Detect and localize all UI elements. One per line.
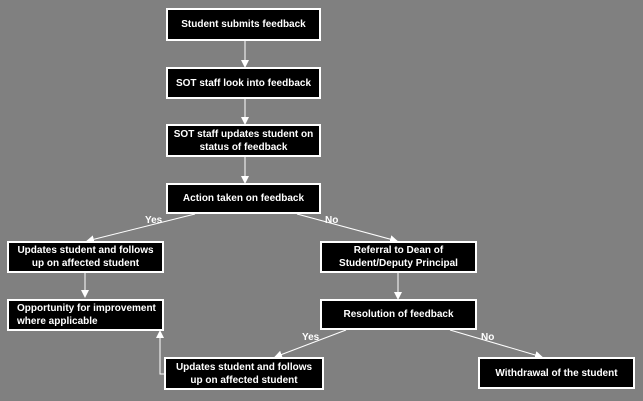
node-referral-dean: Referral to Dean of Student/Deputy Princ… xyxy=(320,241,477,273)
edge-label-action-yes: Yes xyxy=(145,215,163,226)
node-opportunity-improvement: Opportunity for improvement where applic… xyxy=(7,299,164,331)
edge-label-action-no: No xyxy=(325,215,339,226)
arrow-resolution-yes xyxy=(274,329,347,359)
node-student-submits: Student submits feedback xyxy=(166,8,321,41)
node-updates-bottom: Updates student and follows up on affect… xyxy=(164,357,324,390)
node-action-taken: Action taken on feedback xyxy=(166,183,321,214)
arrow-action-no xyxy=(296,213,398,244)
arrow-updates-to-improve-return xyxy=(156,330,164,375)
node-updates-left: Updates student and follows up on affect… xyxy=(7,241,164,273)
edge-label-resolution-no: No xyxy=(481,332,495,343)
edge-label-resolution-yes: Yes xyxy=(302,332,320,343)
node-sot-updates-status: SOT staff updates student on status of f… xyxy=(166,124,321,157)
node-resolution: Resolution of feedback xyxy=(320,299,477,330)
node-sot-look: SOT staff look into feedback xyxy=(166,67,321,99)
arrow-action-yes xyxy=(86,213,196,244)
arrow-resolution-no xyxy=(449,329,543,359)
node-withdrawal: Withdrawal of the student xyxy=(478,357,635,389)
